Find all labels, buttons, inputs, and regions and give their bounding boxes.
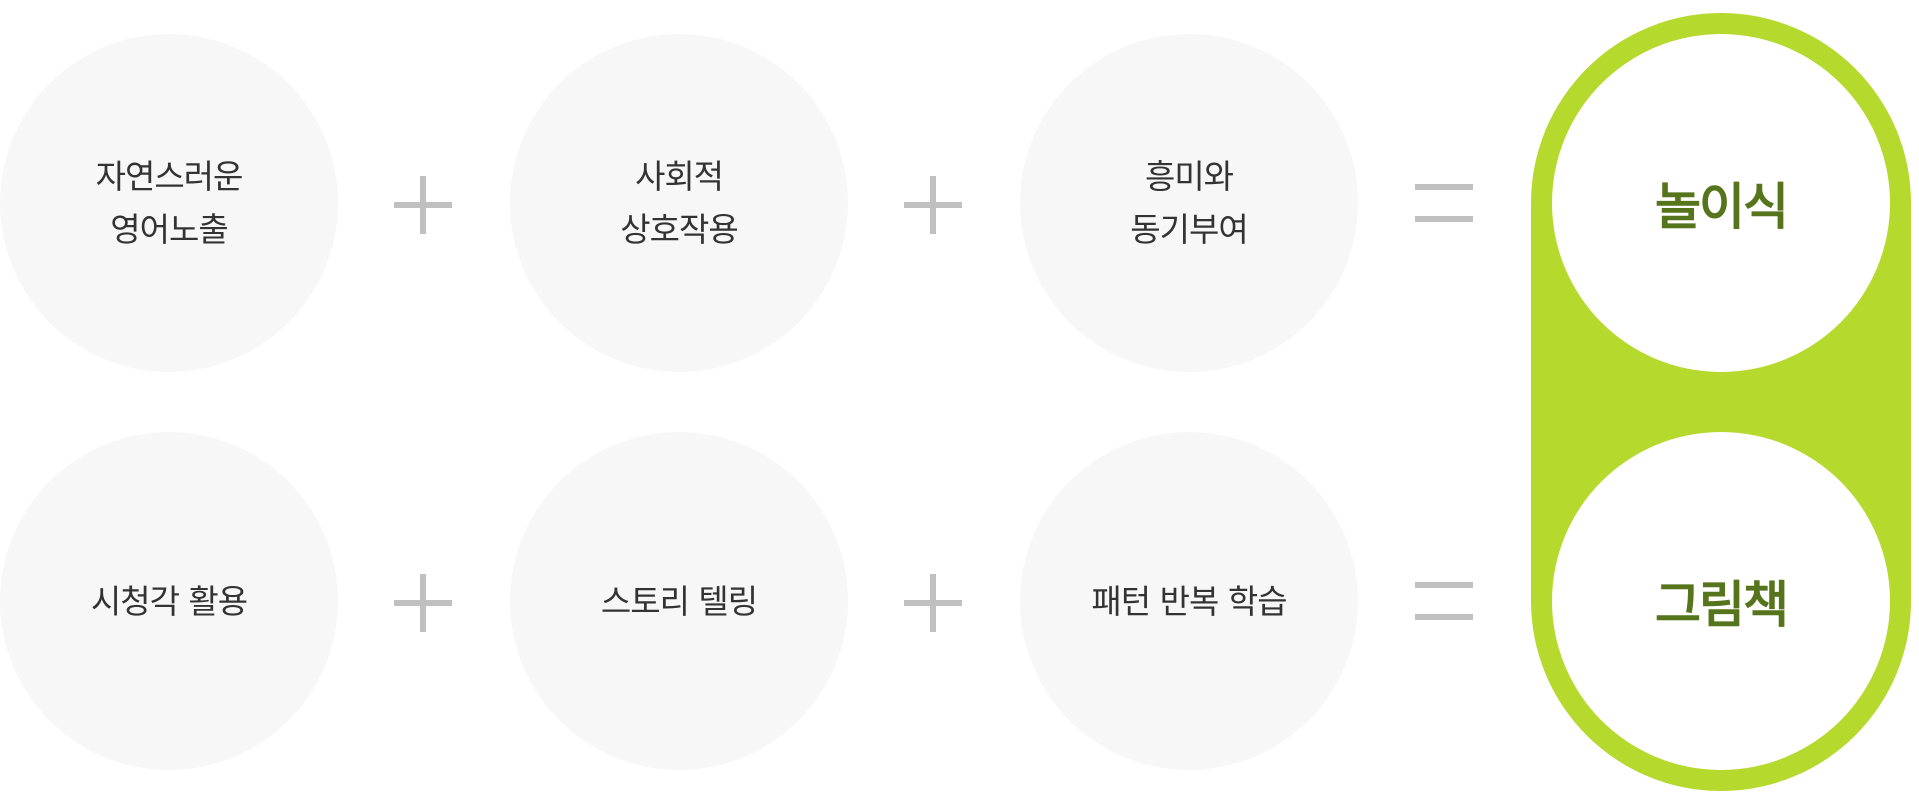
concept-label-line: 흥미와 [1144, 157, 1234, 196]
plus-icon [394, 574, 452, 632]
concept-circle-social-interaction: 사회적 상호작용 [510, 34, 848, 372]
result-pill: 놀이식 그림책 [1531, 13, 1911, 791]
concept-circle-storytelling: 스토리 텔링 [510, 432, 848, 770]
result-circle-play: 놀이식 [1552, 34, 1890, 372]
plus-icon [394, 176, 452, 234]
equals-icon [1415, 582, 1473, 620]
result-label-picturebook: 그림책 [1655, 576, 1789, 634]
concept-circle-natural-exposure: 자연스러운 영어노출 [0, 34, 338, 372]
concept-label-line: 동기부여 [1130, 210, 1248, 249]
concept-label-line: 자연스러운 [95, 157, 244, 196]
concept-label-line: 사회적 [634, 157, 724, 196]
concept-label: 시청각 활용 [90, 581, 248, 621]
plus-icon [904, 176, 962, 234]
concept-label-line: 상호작용 [620, 210, 738, 249]
concept-circle-pattern-repetition: 패턴 반복 학습 [1020, 432, 1358, 770]
concept-label: 패턴 반복 학습 [1091, 581, 1287, 621]
equals-icon [1415, 184, 1473, 222]
concept-label: 스토리 텔링 [600, 581, 758, 621]
result-circle-picturebook: 그림책 [1552, 432, 1890, 770]
concept-circle-motivation: 흥미와 동기부여 [1020, 34, 1358, 372]
concept-label-line: 영어노출 [110, 210, 228, 249]
plus-icon [904, 574, 962, 632]
concept-circle-audiovisual: 시청각 활용 [0, 432, 338, 770]
result-label-play: 놀이식 [1655, 178, 1789, 236]
